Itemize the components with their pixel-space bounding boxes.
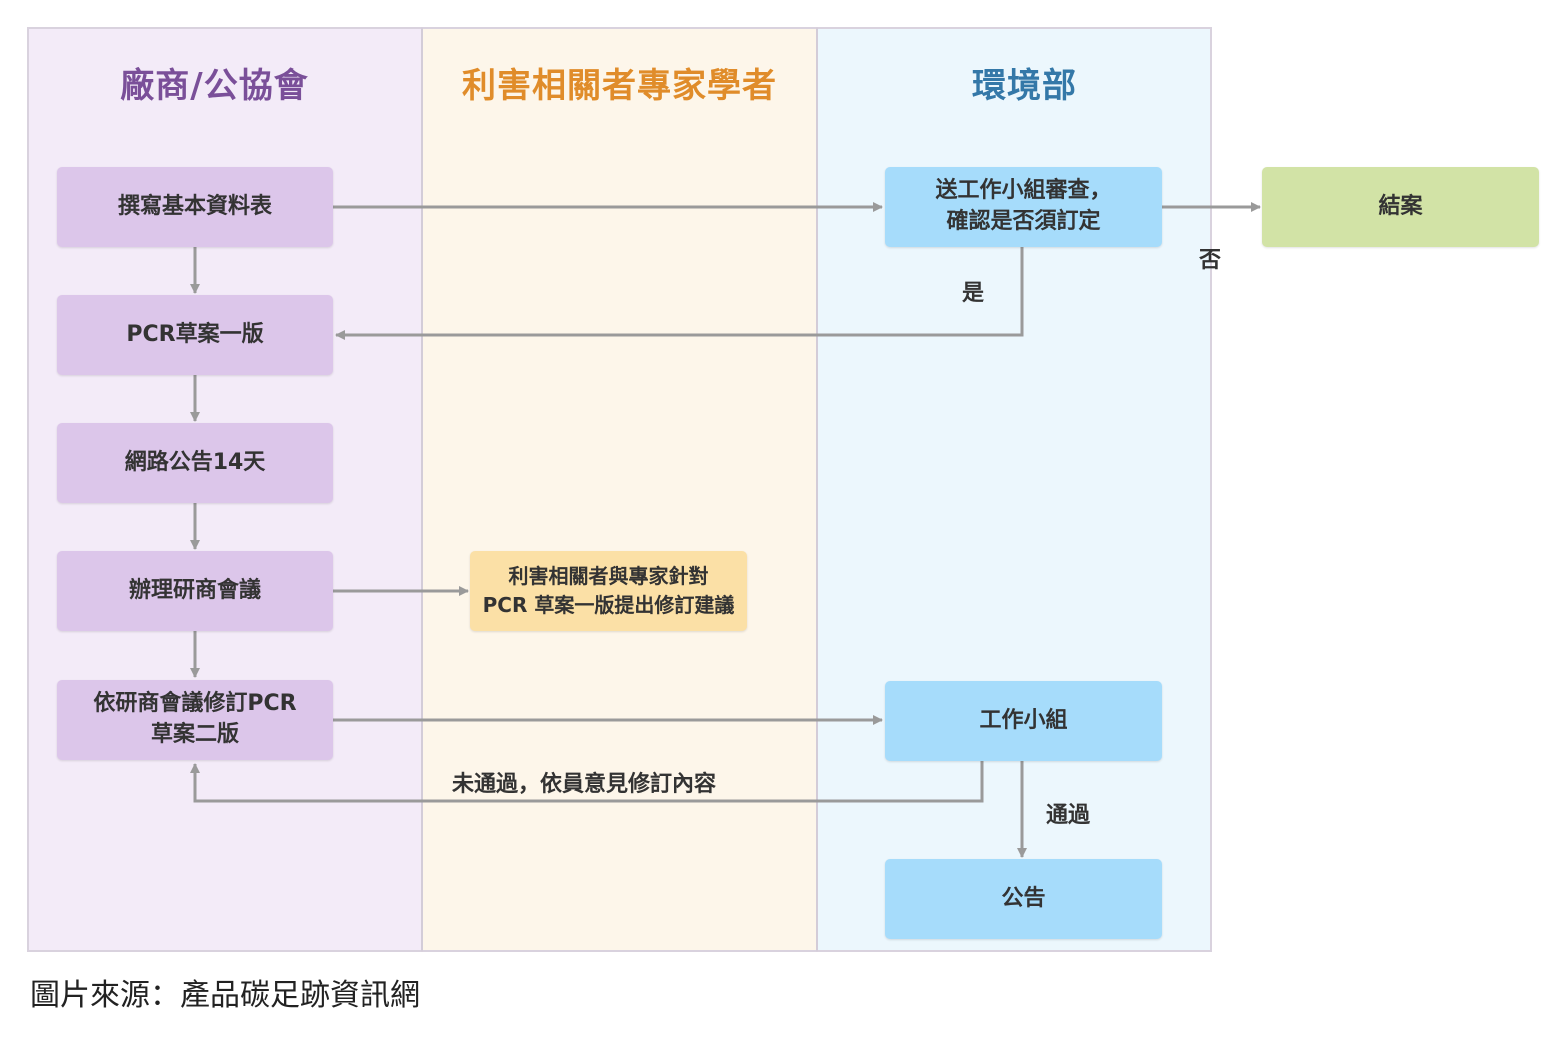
lane-title-environment: 環境部	[972, 66, 1077, 106]
source-caption: 圖片來源：產品碳足跡資訊網	[30, 978, 420, 1013]
node-basic-form-label: 撰寫基本資料表	[117, 193, 272, 219]
node-working-group: 工作小組	[885, 681, 1162, 761]
edge-label-passed: 通過	[1046, 803, 1091, 828]
lane-environment	[817, 27, 1212, 952]
edge-label-failed: 未通過，依員意見修訂內容	[452, 772, 717, 797]
node-meeting: 辦理研商會議	[57, 551, 333, 631]
node-pcr-draft-1: PCR草案一版	[57, 295, 333, 375]
edge-label-yes: 是	[962, 281, 985, 306]
node-web-notice: 網路公告14天	[57, 423, 333, 503]
node-revise-line-2: 草案二版	[150, 722, 239, 747]
node-meeting-label: 辦理研商會議	[128, 577, 261, 603]
node-web-notice-label: 網路公告14天	[124, 449, 266, 475]
lane-title-stakeholder: 利害相關者專家學者	[462, 66, 777, 106]
node-review-line-1: 送工作小組審查，	[935, 178, 1112, 204]
node-basic-form: 撰寫基本資料表	[57, 167, 333, 247]
node-stakeholder-line-2: PCR 草案一版提出修訂建議	[482, 593, 735, 617]
node-revise-pcr-draft-2: 依研商會議修訂PCR 草案二版	[57, 680, 333, 760]
node-close-case-label: 結案	[1378, 193, 1423, 219]
lane-stakeholder	[422, 27, 817, 952]
node-announce-label: 公告	[1001, 885, 1046, 911]
edge-label-no: 否	[1199, 248, 1222, 273]
lane-title-vendor: 廠商/公協會	[120, 66, 309, 106]
node-review-line-2: 確認是否須訂定	[946, 209, 1101, 234]
node-stakeholder-line-1: 利害相關者與專家針對	[508, 564, 709, 588]
node-revise-line-1: 依研商會議修訂PCR	[93, 691, 297, 717]
node-announce: 公告	[885, 859, 1162, 939]
node-working-group-label: 工作小組	[979, 707, 1068, 733]
node-close-case: 結案	[1262, 167, 1539, 247]
node-stakeholder-suggestions: 利害相關者與專家針對 PCR 草案一版提出修訂建議	[470, 551, 747, 631]
node-pcr-draft-1-label: PCR草案一版	[126, 321, 264, 347]
node-working-group-review: 送工作小組審查， 確認是否須訂定	[885, 167, 1162, 247]
